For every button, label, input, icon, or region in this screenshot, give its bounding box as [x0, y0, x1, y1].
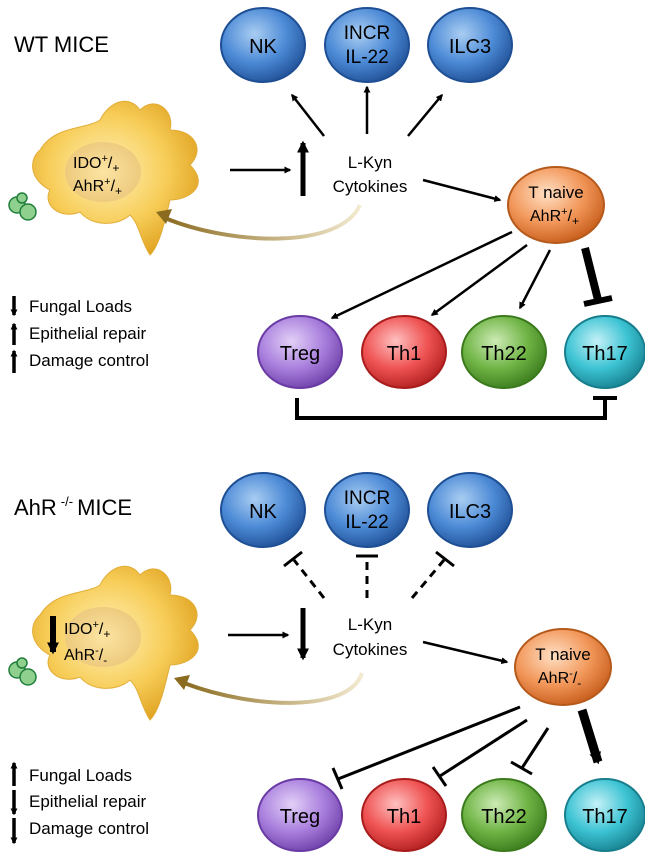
wt-arrow-to-ilc3	[407, 93, 443, 137]
wt-outcome-fungal: Fungal Loads	[10, 296, 132, 317]
ko-dashed-inhibit-nk	[292, 559, 326, 599]
wt-inhibit-th17-bar	[583, 295, 613, 307]
wt-lkyn-label: L-Kyn	[348, 153, 392, 172]
ko-th22-cell: Th22	[461, 778, 547, 852]
ko-lkyn-label: L-Kyn	[348, 615, 392, 634]
wt-nk-cell: NK	[220, 7, 306, 83]
ko-dashed-inhibit-nk-bar	[283, 550, 303, 568]
ko-il22-label: IL-22	[345, 512, 388, 533]
wt-th17-cell: Th17	[564, 315, 645, 389]
wt-outcome-epithelial-label: Epithelial repair	[29, 324, 147, 343]
ko-dendritic-cell: IDO+/+ AhR-/-	[32, 565, 199, 721]
ko-tnaive-label: T naive	[535, 645, 590, 664]
wt-arrow-to-th1	[430, 243, 528, 317]
ko-tnaive-ahr-label: AhR-/-	[538, 668, 581, 690]
ko-inhibit-th22-bar	[510, 760, 533, 776]
ko-treg-cell: Treg	[257, 778, 343, 852]
wt-arrow-to-th22	[518, 249, 552, 310]
wt-arrow-to-treg	[330, 230, 513, 320]
wt-treg-label: Treg	[280, 343, 320, 365]
ko-th22-label: Th22	[481, 806, 527, 828]
ko-ilc3-label: ILC3	[449, 501, 491, 523]
ko-outcome-damage: Damage control	[10, 818, 149, 845]
wt-tnaive-cell: T naive AhR+/+	[507, 166, 605, 244]
ko-outcome-fungal-label: Fungal Loads	[29, 766, 132, 785]
wt-nk-label: NK	[249, 36, 277, 58]
wt-outcome-epithelial: Epithelial repair	[10, 322, 147, 345]
wt-feedback-arrowhead	[156, 209, 172, 224]
ko-outcome-epithelial-label: Epithelial repair	[29, 792, 147, 811]
wt-ahr-label: AhR+/+	[73, 176, 122, 198]
ko-tnaive-cell: T naive AhR-/-	[514, 628, 612, 706]
ko-treg-label: Treg	[280, 806, 320, 828]
wt-arrow-to-nk	[291, 93, 325, 137]
ko-incr-label: INCR	[344, 488, 390, 509]
wt-incr-label: INCR	[344, 23, 390, 44]
wt-tnaive-label: T naive	[528, 183, 583, 202]
ko-inhibit-th1-bar	[431, 766, 448, 787]
ko-th1-cell: Th1	[361, 778, 447, 852]
wt-outcome-damage-label: Damage control	[29, 351, 149, 370]
wt-tnaive-ahr-label: AhR+/+	[530, 206, 579, 228]
ko-cytokines-label: Cytokines	[333, 640, 408, 659]
ko-inhibit-th1	[439, 718, 528, 778]
wt-arrow-to-tnaive	[422, 178, 502, 202]
wt-ido-label: IDO+/+	[73, 153, 119, 175]
wt-il22-label: IL-22	[345, 47, 388, 68]
ko-outcome-epithelial: Epithelial repair	[10, 790, 147, 816]
ko-arrow-to-tnaive	[422, 640, 509, 665]
ko-th17-label: Th17	[582, 806, 628, 828]
ko-incr-cell: INCR IL-22	[324, 472, 410, 548]
wt-feedback-arrow	[164, 204, 362, 241]
ko-dashed-inhibit-ilc3	[410, 559, 446, 599]
wt-treg-inhibits-th17	[295, 398, 607, 420]
ko-ilc3-cell: ILC3	[427, 472, 513, 548]
ko-outcomes: Fungal Loads Epithelial repair Damage co…	[10, 761, 149, 845]
wt-outcomes: Fungal Loads Epithelial repair Damage co…	[10, 296, 149, 373]
ko-dashed-inhibit-ilc3-bar	[435, 550, 455, 568]
ko-th17-cell: Th17	[564, 778, 645, 852]
ko-section: AhR-/-MICE NK INCR IL-22 ILC3 IDO+/+ AhR…	[8, 472, 645, 852]
ko-inhibit-treg-bar	[331, 767, 344, 790]
ko-arrow-to-th17	[577, 708, 603, 765]
wt-outcome-fungal-label: Fungal Loads	[29, 297, 132, 316]
ko-outcome-damage-label: Damage control	[29, 819, 149, 838]
ko-outcome-fungal: Fungal Loads	[10, 761, 132, 786]
wt-incr-cell: INCR IL-22	[324, 7, 410, 83]
wt-dendritic-cell: IDO+/+ AhR+/+	[32, 100, 199, 256]
ko-nk-label: NK	[249, 501, 277, 523]
ko-inhibit-treg	[337, 705, 521, 781]
ko-fungus-icon	[8, 657, 37, 686]
ko-inhibit-th22	[520, 727, 550, 769]
wt-treg-cell: Treg	[257, 315, 343, 389]
wt-th1-label: Th1	[387, 343, 421, 365]
wt-ilc3-label: ILC3	[449, 36, 491, 58]
ko-ido-label: IDO+/+	[64, 619, 110, 641]
ko-feedback-arrow	[183, 672, 364, 705]
wt-ilc3-cell: ILC3	[427, 7, 513, 83]
wt-fungus-icon	[8, 192, 37, 221]
ko-th1-label: Th1	[387, 806, 421, 828]
wt-outcome-damage: Damage control	[10, 349, 149, 373]
wt-section: WT MICE NK INCR IL-22 ILC3 IDO+/+ AhR+/+	[8, 7, 645, 420]
wt-th17-label: Th17	[582, 343, 628, 365]
ko-ahr-label: AhR-/-	[64, 645, 107, 667]
ko-feedback-arrowhead	[174, 675, 190, 690]
wt-cytokines-label: Cytokines	[333, 177, 408, 196]
ko-title: AhR-/-MICE	[14, 494, 132, 520]
wt-th22-label: Th22	[481, 343, 527, 365]
wt-title: WT MICE	[14, 32, 109, 57]
wt-inhibit-th17	[581, 247, 602, 301]
ko-nk-cell: NK	[220, 472, 306, 548]
wt-th22-cell: Th22	[461, 315, 547, 389]
wt-th1-cell: Th1	[361, 315, 447, 389]
